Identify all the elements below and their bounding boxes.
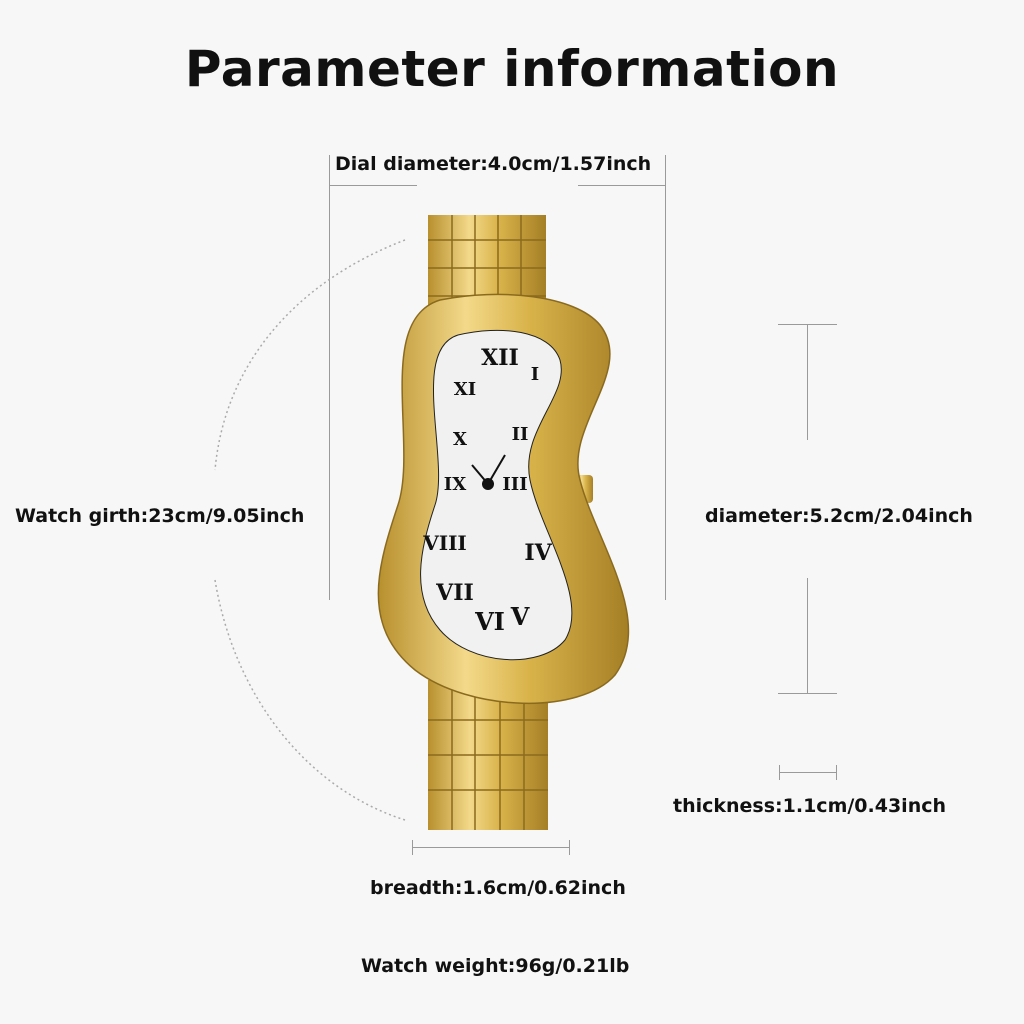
page-title: Parameter information (184, 40, 840, 98)
numeral-vi: VI (474, 607, 505, 636)
numeral-ix: IX (444, 474, 466, 495)
watch-weight-label: Watch weight:96g/0.21lb (361, 955, 630, 977)
dial-dimension-left-tick (329, 185, 417, 186)
diameter-top-line (807, 324, 808, 440)
hand-pin (482, 478, 494, 490)
dial-dimension-right-line (665, 155, 666, 600)
numeral-iii: III (502, 474, 527, 495)
thickness-label: thickness:1.1cm/0.43inch (673, 795, 947, 817)
diameter-bottom-cap (778, 693, 837, 694)
girth-arc-bottom (214, 579, 406, 821)
numeral-ii: II (512, 424, 529, 445)
numeral-v: V (510, 602, 530, 631)
dial-dimension-left-line (329, 155, 330, 600)
breadth-right-cap (569, 840, 570, 855)
numeral-iv: IV (524, 540, 552, 566)
thickness-line (779, 772, 836, 773)
thickness-left-cap (779, 765, 780, 780)
numeral-xii: XII (481, 345, 519, 371)
numeral-vii: VII (435, 580, 474, 606)
numeral-viii: VIII (422, 531, 467, 555)
thickness-right-cap (836, 765, 837, 780)
dial-diameter-label: Dial diameter:4.0cm/1.57inch (335, 153, 652, 175)
breadth-left-cap (412, 840, 413, 855)
bracelet-bottom (428, 680, 548, 830)
diameter-bottom-line (807, 578, 808, 693)
numeral-x: X (453, 429, 467, 450)
numeral-xi: XI (454, 379, 476, 400)
diameter-label: diameter:5.2cm/2.04inch (705, 505, 973, 527)
breadth-label: breadth:1.6cm/0.62inch (370, 877, 626, 899)
watch-dial (420, 329, 573, 661)
watch-girth-label: Watch girth:23cm/9.05inch (15, 505, 305, 527)
dial-dimension-right-tick (578, 185, 665, 186)
breadth-line (412, 847, 569, 848)
girth-arc-top (214, 239, 406, 471)
numeral-i: I (531, 364, 539, 385)
